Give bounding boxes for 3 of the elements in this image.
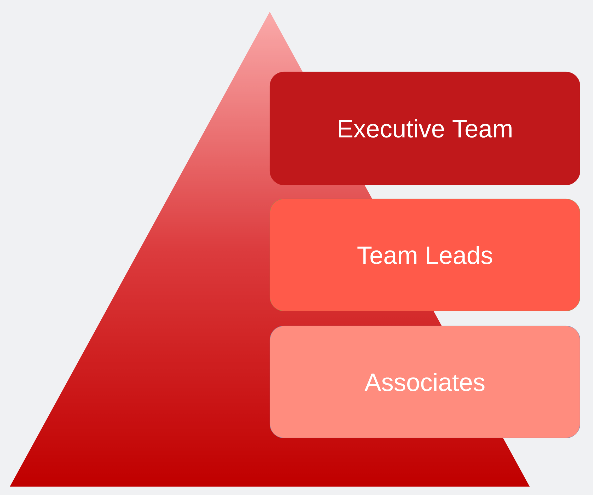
tier-box: Executive Team bbox=[270, 72, 580, 186]
tier-box: Associates bbox=[270, 326, 580, 438]
tier-box: Team Leads bbox=[270, 199, 580, 312]
